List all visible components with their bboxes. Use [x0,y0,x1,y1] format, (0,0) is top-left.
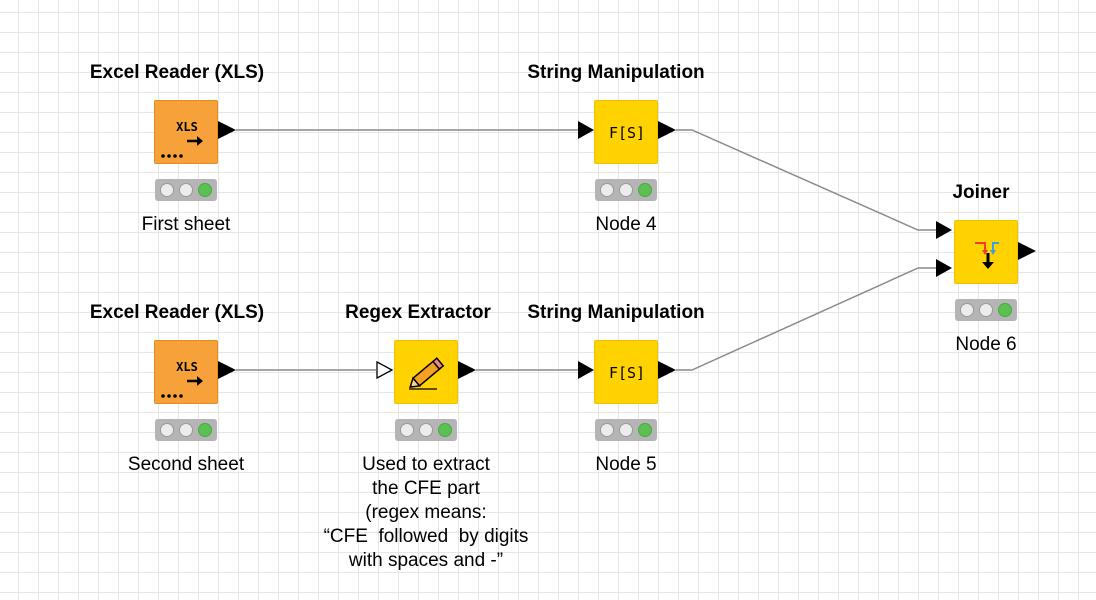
node-excel-reader-2[interactable]: XLS [154,340,218,404]
connection-node5-to-joiner [676,267,936,371]
function-icon-text: F[S] [609,124,645,142]
input-port-joiner-1 [936,221,952,239]
status-light-green [198,423,212,437]
status-indicator-regex-extractor [395,419,457,441]
xls-reader-icon: XLS [161,360,203,398]
status-light-red [160,183,174,197]
function-icon: F[S] [609,124,645,142]
node-title-string-manipulation-4: String Manipulation [527,62,705,83]
node-joiner[interactable] [954,220,1018,284]
status-light-yellow [619,183,633,197]
node-caption-excel-reader-2[interactable]: Second sheet [127,454,245,475]
caption-line: Used to extract [362,454,490,475]
svg-text:XLS: XLS [176,360,198,374]
function-icon-text: F[S] [609,364,645,382]
connection-node4-to-joiner [676,129,936,231]
output-port-reader1 [218,121,236,139]
status-light-red [400,423,414,437]
status-light-yellow [419,423,433,437]
node-string-manipulation-4[interactable]: F[S] [594,100,658,164]
status-light-red [960,303,974,317]
status-indicator-excel-reader-1 [155,179,217,201]
node-title-regex-extractor: Regex Extractor [345,302,491,323]
output-port-node5 [658,361,676,379]
node-title-string-manipulation-5: String Manipulation [527,302,705,323]
input-port-regex [376,360,394,380]
status-light-green [198,183,212,197]
output-port-reader2 [218,361,236,379]
status-indicator-joiner [955,299,1017,321]
status-light-green [438,423,452,437]
status-light-red [160,423,174,437]
output-port-node4 [658,121,676,139]
svg-text:XLS: XLS [176,120,198,134]
node-title-joiner: Joiner [952,182,1010,203]
xls-reader-icon: XLS [161,120,203,158]
node-caption-regex-extractor[interactable]: Used to extract the CFE part (regex mean… [324,453,529,573]
joiner-icon [975,242,999,269]
status-indicator-string-manipulation-5 [595,419,657,441]
status-light-yellow [179,183,193,197]
node-string-manipulation-5[interactable]: F[S] [594,340,658,404]
node-title-excel-reader-1: Excel Reader (XLS) [89,62,265,83]
status-light-green [638,183,652,197]
status-light-yellow [619,423,633,437]
status-light-red [600,183,614,197]
node-caption-string-manipulation-5[interactable]: Node 5 [595,454,657,475]
status-light-yellow [179,423,193,437]
caption-line: with spaces and -” [348,550,504,571]
node-excel-reader-1[interactable]: XLS [154,100,218,164]
node-regex-extractor[interactable] [394,340,458,404]
node-caption-joiner[interactable]: Node 6 [955,334,1017,355]
output-port-regex [458,361,476,379]
pencil-icon [409,357,445,390]
status-light-yellow [979,303,993,317]
input-port-joiner-2 [936,259,952,277]
input-port-node4 [578,121,594,139]
status-indicator-string-manipulation-4 [595,179,657,201]
status-light-green [638,423,652,437]
node-title-excel-reader-2: Excel Reader (XLS) [89,302,265,323]
output-port-joiner [1018,242,1036,260]
input-port-node5 [578,361,594,379]
status-light-red [600,423,614,437]
node-caption-excel-reader-1[interactable]: First sheet [141,214,231,235]
status-light-green [998,303,1012,317]
caption-line: (regex means: [365,502,487,523]
caption-line: “CFE followed by digits [323,526,529,547]
function-icon: F[S] [609,364,645,382]
node-caption-string-manipulation-4[interactable]: Node 4 [595,214,657,235]
caption-line: the CFE part [372,478,480,499]
status-indicator-excel-reader-2 [155,419,217,441]
